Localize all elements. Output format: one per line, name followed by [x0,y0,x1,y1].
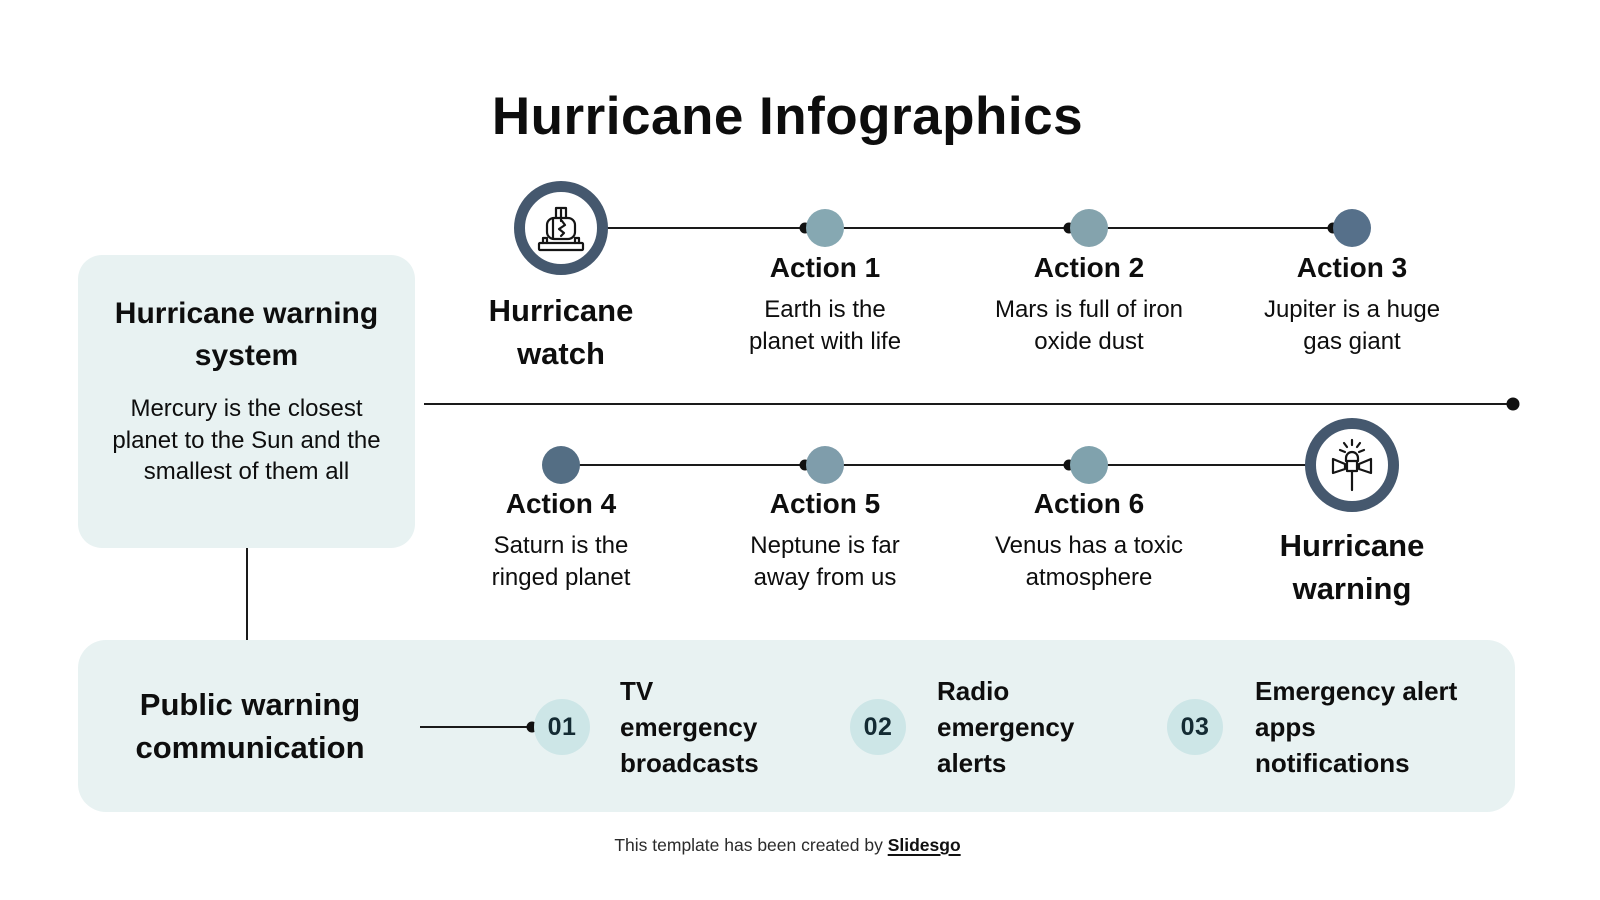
page-title: Hurricane Infographics [491,87,1084,146]
public-warning-panel [78,640,1515,812]
heading-connector-line [420,726,530,728]
action-4-label: Action 4 [505,488,617,519]
bottom-panel-heading: Public warning communication [135,687,365,765]
left-panel-heading: Hurricane warning system [114,297,379,372]
connector-dot [1063,459,1075,471]
action-3: Action 3 Jupiter is a huge gas giant [1222,252,1482,357]
action-4-description: Saturn is the ringed planet [491,532,631,591]
action-2: Action 2 Mars is full of iron oxide dust [959,252,1219,357]
siren-icon [1324,437,1380,493]
left-panel-connector-line [246,548,248,672]
hurricane-watch-badge [514,181,608,275]
action-4-dot [542,446,580,484]
item-1-number-badge: 01 [534,699,590,755]
footer-credit: This template has been created by Slides… [0,835,1575,856]
connector-dot [526,721,538,733]
action-2-label: Action 2 [1033,252,1145,283]
seismograph-icon [533,203,589,253]
action-1-label: Action 1 [769,252,881,283]
action-1: Action 1 Earth is the planet with life [700,252,950,357]
action-5: Action 5 Neptune is far away from us [700,488,950,593]
item-2-label: Radio emergency alerts [937,676,1075,778]
connector-dot [799,222,811,234]
slidesgo-link[interactable]: Slidesgo [887,835,961,855]
hurricane-warning-badge [1305,418,1399,512]
action-5-label: Action 5 [769,488,881,519]
action-5-dot [806,446,844,484]
item-3-number: 03 [1180,712,1210,741]
action-4: Action 4 Saturn is the ringed planet [436,488,686,593]
hurricane-watch-label: Hurricane watch [488,293,634,371]
action-2-description: Mars is full of iron oxide dust [994,296,1184,355]
item-2-number-badge: 02 [850,699,906,755]
timeline-top-line [561,227,1352,229]
action-1-description: Earth is the planet with life [748,296,902,355]
action-3-label: Action 3 [1296,252,1408,283]
item-3-number-badge: 03 [1167,699,1223,755]
item-1-label: TV emergency broadcasts [620,676,759,778]
connector-dot [799,459,811,471]
action-6-description: Venus has a toxic atmosphere [994,532,1184,591]
item-1-number: 01 [547,712,577,741]
action-5-description: Neptune is far away from us [750,532,900,591]
action-6-dot [1070,446,1108,484]
footer-text: This template has been created by [614,835,888,855]
action-3-description: Jupiter is a huge gas giant [1263,296,1441,355]
timeline-bottom-line [561,464,1352,466]
action-1-dot [806,209,844,247]
middle-divider-line [424,403,1513,405]
left-panel-body: Mercury is the closest planet to the Sun… [112,395,381,486]
item-2-number: 02 [863,712,893,741]
hurricane-warning-label: Hurricane warning [1279,528,1425,606]
action-3-dot [1333,209,1371,247]
connector-dot [1063,222,1075,234]
action-6: Action 6 Venus has a toxic atmosphere [959,488,1219,593]
action-2-dot [1070,209,1108,247]
action-6-label: Action 6 [1033,488,1145,519]
item-3-label: Emergency alert apps notifications [1255,676,1458,778]
hurricane-warning-system-panel: Hurricane warning system Mercury is the … [78,255,415,548]
connector-dot [1506,397,1520,411]
